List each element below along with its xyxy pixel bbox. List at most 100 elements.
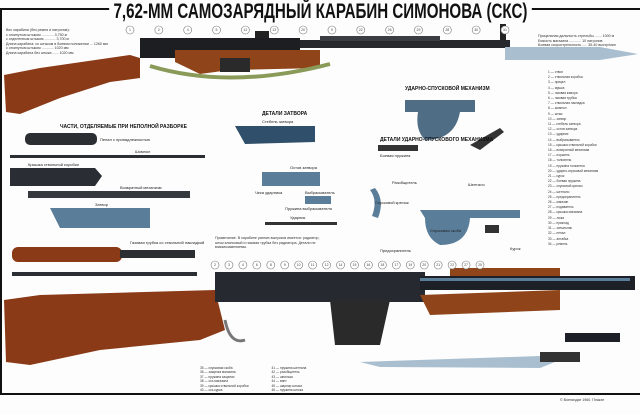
callout-circle bbox=[447, 260, 457, 270]
firing-pin-part bbox=[265, 222, 337, 225]
callout-number: 22 bbox=[450, 263, 454, 267]
left-border bbox=[0, 8, 2, 393]
cutaway-rifle bbox=[4, 268, 635, 368]
list-item: 26 — магазин bbox=[548, 200, 569, 205]
callout-circle bbox=[433, 260, 443, 270]
list-item: 25 — предохранитель bbox=[548, 194, 581, 199]
callout-number: 17 bbox=[394, 263, 398, 267]
callout-circle bbox=[269, 25, 279, 35]
heading-bolt-parts: ДЕТАЛИ ЗАТВОРА bbox=[262, 111, 308, 117]
list-item: 18 — толкатель bbox=[548, 158, 572, 163]
title-text: 7,62-ММ САМОЗАРЯДНЫЙ КАРАБИН СИМОНОВА (С… bbox=[108, 0, 532, 24]
folded-bayonet bbox=[505, 47, 638, 60]
callout-number: 6 bbox=[256, 263, 258, 267]
callout-number: 20 bbox=[422, 263, 426, 267]
assembled-rifle bbox=[4, 24, 638, 114]
callout-circle bbox=[356, 25, 366, 35]
cutaway-stock bbox=[4, 290, 225, 365]
list-item: 37 — пружина защелки bbox=[200, 374, 235, 379]
trigger-assembly bbox=[405, 100, 475, 140]
stock bbox=[4, 55, 140, 114]
callout-circle bbox=[475, 260, 485, 270]
callout-circle bbox=[241, 25, 250, 35]
list-item: 10 — затвор bbox=[548, 116, 567, 121]
callout-circle bbox=[378, 260, 387, 270]
list-item: 19 — пружина толкателя bbox=[548, 163, 585, 168]
callout-circle bbox=[327, 25, 337, 35]
list-item: 22 — боевая пружина bbox=[548, 179, 581, 184]
list-item: 31 — затыльник bbox=[548, 226, 572, 231]
callout-number: 3 bbox=[228, 263, 230, 267]
sling bbox=[149, 62, 331, 80]
spec-line: Длина карабина: со штыком в боевом полож… bbox=[6, 41, 108, 46]
callout-circle bbox=[414, 25, 423, 35]
spec-line: Прицельная дальность стрельбы ....... 10… bbox=[538, 34, 615, 38]
list-item: 33 — антабка bbox=[548, 236, 569, 241]
list-item: 41 — пружина шептала bbox=[271, 366, 307, 370]
bayonet-handle bbox=[540, 352, 580, 362]
spec-line: с откинутым штыком ............ 1020 мм bbox=[6, 46, 69, 51]
bolt-frame-part bbox=[235, 126, 315, 144]
label-disconnector: Разобщитель bbox=[392, 180, 417, 185]
callout-circle bbox=[419, 260, 429, 270]
callout-circle bbox=[183, 25, 192, 35]
callout-number: 12 bbox=[325, 263, 329, 267]
cleaning-rod-part bbox=[10, 155, 205, 158]
label-trigger-guard: Спусковая скоба bbox=[430, 228, 462, 233]
callout-circle bbox=[350, 260, 359, 270]
list-item: 15 — крышка ствольной коробки bbox=[548, 142, 597, 147]
label-hammer-spring: Боевая пружина bbox=[380, 153, 411, 158]
callout-circle bbox=[252, 260, 262, 270]
list-item: 16 — возвратный механизм bbox=[548, 148, 590, 153]
cutaway-forend bbox=[420, 290, 560, 315]
bolt-parts bbox=[235, 126, 337, 225]
extractor-part bbox=[305, 196, 331, 204]
cleaning-rod-2 bbox=[12, 272, 197, 276]
list-item: 8 — шомпол bbox=[548, 106, 567, 111]
callout-number: 8 bbox=[270, 263, 272, 267]
disassembly-parts bbox=[10, 133, 205, 276]
trigger-mechanism bbox=[370, 100, 520, 245]
list-item: 32 — пенал bbox=[548, 231, 566, 236]
label-firing-pin: Ударник bbox=[290, 215, 306, 220]
label-extractor: Выбрасыватель bbox=[305, 190, 335, 195]
callout-number: 5 bbox=[216, 28, 218, 32]
list-item: 36 — защелка магазина bbox=[200, 370, 236, 375]
callout-number: 2 bbox=[158, 28, 160, 32]
imprint: © Воениздат 1960. Плакат bbox=[560, 398, 605, 402]
note-text: Примечание. В карабине ранних выпусков и… bbox=[215, 236, 320, 250]
cutaway-receiver bbox=[215, 272, 425, 302]
callout-number: 22 bbox=[359, 28, 363, 32]
gas-tube-part bbox=[12, 247, 122, 262]
callout-circle bbox=[500, 25, 510, 35]
spec-line: Емкость магазина ............ 10 патроно… bbox=[538, 38, 603, 43]
callout-number: 2 bbox=[214, 263, 216, 267]
callout-number: 29 bbox=[417, 28, 421, 32]
heading-partial-disassembly: ЧАСТИ, ОТДЕЛЯЕМЫЕ ПРИ НЕПОЛНОЙ РАЗБОРКЕ bbox=[60, 124, 187, 130]
trigger-guard-part bbox=[420, 210, 520, 245]
cleaning-kit-part bbox=[25, 133, 97, 145]
label-hammer: Курок bbox=[510, 246, 521, 251]
magazine bbox=[220, 58, 250, 72]
callout-circle bbox=[364, 260, 373, 270]
callout-number: 9 bbox=[284, 263, 286, 267]
label-recoil-spring: Возвратный механизм bbox=[120, 185, 162, 190]
callout-circle bbox=[210, 260, 220, 270]
front-sight-assembly bbox=[565, 333, 620, 342]
list-item: 2 — ствольная коробка bbox=[548, 75, 583, 80]
callout-circle bbox=[212, 25, 221, 35]
rear-sight bbox=[255, 31, 269, 38]
list-item: 5 — газовая камора bbox=[548, 90, 578, 95]
heading-trigger-parts: ДЕТАЛИ УДАРНО-СПУСКОВОГО МЕХАНИЗМА bbox=[380, 137, 494, 143]
list-item: 27 — подаватель bbox=[548, 205, 574, 210]
bottom-border bbox=[0, 393, 640, 395]
callout-number: 13 bbox=[272, 28, 276, 32]
list-item: 40 — ось курка bbox=[200, 388, 223, 393]
bolt-carrier-part bbox=[50, 208, 150, 228]
list-item: 42 — разобщитель bbox=[271, 370, 300, 375]
